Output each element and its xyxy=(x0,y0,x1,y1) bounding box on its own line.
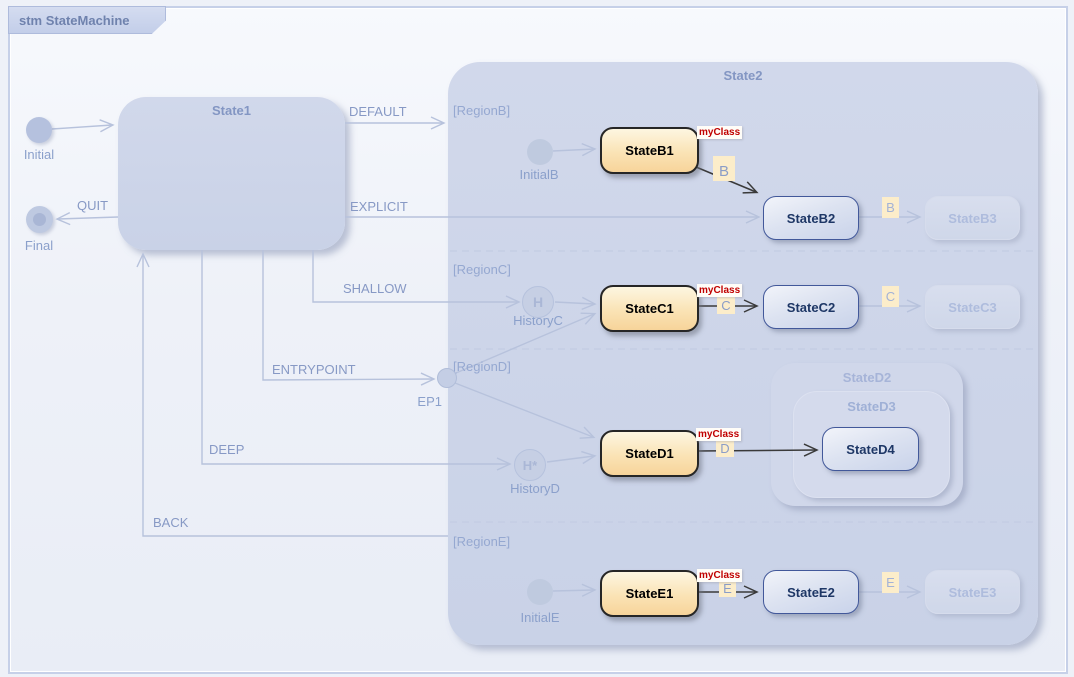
region-d-label: [RegionD] xyxy=(453,359,511,374)
trigger-e2-e3: E xyxy=(882,572,899,593)
initial-node[interactable] xyxy=(26,117,52,143)
state-d4[interactable]: StateD4 xyxy=(822,427,919,471)
state-e2[interactable]: StateE2 xyxy=(763,570,859,614)
stereotype-c1: myClass xyxy=(697,284,743,297)
transition-deep-label[interactable]: DEEP xyxy=(209,442,245,457)
transition-back[interactable] xyxy=(136,252,448,537)
state-e3[interactable]: StateE3 xyxy=(925,570,1020,614)
transition-deep[interactable] xyxy=(201,250,512,471)
initial-e-label: InitialE xyxy=(520,610,560,625)
transition-historyc-c1[interactable] xyxy=(554,296,597,311)
state-b3-label: StateB3 xyxy=(948,210,997,226)
state-c2-label: StateC2 xyxy=(786,299,836,315)
transition-quit-label[interactable]: QUIT xyxy=(77,198,109,213)
stereotype-b1: myClass xyxy=(697,126,743,139)
region-e-label: [RegionE] xyxy=(453,534,511,549)
state-c3[interactable]: StateC3 xyxy=(925,285,1020,329)
history-c-label: HistoryC xyxy=(513,313,563,328)
trigger-b1-b2: B xyxy=(713,156,735,181)
history-c-node[interactable]: H xyxy=(522,286,554,318)
state-d2-title: StateD2 xyxy=(842,370,892,385)
history-c-glyph: H xyxy=(532,294,544,310)
transition-back-label[interactable]: BACK xyxy=(153,515,189,530)
transition-d1-d4[interactable] xyxy=(695,443,819,457)
state-b2[interactable]: StateB2 xyxy=(763,196,859,240)
state-d1[interactable]: StateD1 xyxy=(600,430,699,477)
history-d-node[interactable]: H* xyxy=(514,449,546,481)
frame-tab: stm StateMachine xyxy=(8,6,166,34)
initial-label: Initial xyxy=(23,147,55,162)
frame-tab-title: stm StateMachine xyxy=(19,12,130,28)
state-d1-label: StateD1 xyxy=(625,446,674,461)
history-d-glyph: H* xyxy=(522,457,538,473)
final-inner-dot xyxy=(33,213,46,226)
entry-point-node[interactable] xyxy=(437,368,457,388)
state1-shape[interactable]: State1 xyxy=(118,97,345,250)
stereotype-d1: myClass xyxy=(696,428,742,441)
state1-title: State1 xyxy=(211,103,252,118)
state-c2[interactable]: StateC2 xyxy=(763,285,859,329)
transition-entrypoint-label[interactable]: ENTRYPOINT xyxy=(272,362,356,377)
transition-ep1-c1[interactable] xyxy=(455,312,597,374)
state-b1[interactable]: StateB1 xyxy=(600,127,699,174)
history-d-label: HistoryD xyxy=(510,481,560,496)
state-b1-label: StateB1 xyxy=(625,143,674,158)
trigger-b2-b3: B xyxy=(882,197,899,218)
transition-quit[interactable] xyxy=(55,211,119,226)
transition-shallow-label[interactable]: SHALLOW xyxy=(343,281,407,296)
region-c-label: [RegionC] xyxy=(453,262,511,277)
state-d3-title: StateD3 xyxy=(847,399,896,414)
entry-point-label: EP1 xyxy=(417,394,442,409)
transition-initial-state1[interactable] xyxy=(51,119,115,133)
state-b2-label: StateB2 xyxy=(786,210,836,226)
state-d4-label: StateD4 xyxy=(846,441,895,457)
final-node[interactable] xyxy=(26,206,53,233)
transition-shallow[interactable] xyxy=(312,250,521,309)
state-e2-label: StateE2 xyxy=(787,584,835,600)
state-e1[interactable]: StateE1 xyxy=(600,570,699,617)
initial-b-node[interactable] xyxy=(527,139,553,165)
transition-ep1-d1[interactable] xyxy=(454,382,596,439)
state-c1-label: StateC1 xyxy=(625,301,674,316)
state-c3-label: StateC3 xyxy=(948,299,997,315)
transition-initiale-e1[interactable] xyxy=(552,583,597,597)
final-label: Final xyxy=(24,238,54,253)
trigger-c2-c3: C xyxy=(882,286,899,307)
state-c1[interactable]: StateC1 xyxy=(600,285,699,332)
region-b-label: [RegionB] xyxy=(453,103,511,118)
transition-initialb-b1[interactable] xyxy=(552,142,597,157)
state-b3[interactable]: StateB3 xyxy=(925,196,1020,240)
transition-default-label[interactable]: DEFAULT xyxy=(349,104,407,119)
transition-explicit-label[interactable]: EXPLICIT xyxy=(350,199,408,214)
state-e3-label: StateE3 xyxy=(948,584,997,600)
transition-historyd-d1[interactable] xyxy=(546,450,597,465)
initial-b-label: InitialB xyxy=(519,167,559,182)
state2-title: State2 xyxy=(723,68,763,83)
stereotype-e1: myClass xyxy=(697,569,743,582)
initial-e-node[interactable] xyxy=(527,579,553,605)
transition-entrypoint[interactable] xyxy=(262,250,436,386)
state-e1-label: StateE1 xyxy=(625,586,674,601)
